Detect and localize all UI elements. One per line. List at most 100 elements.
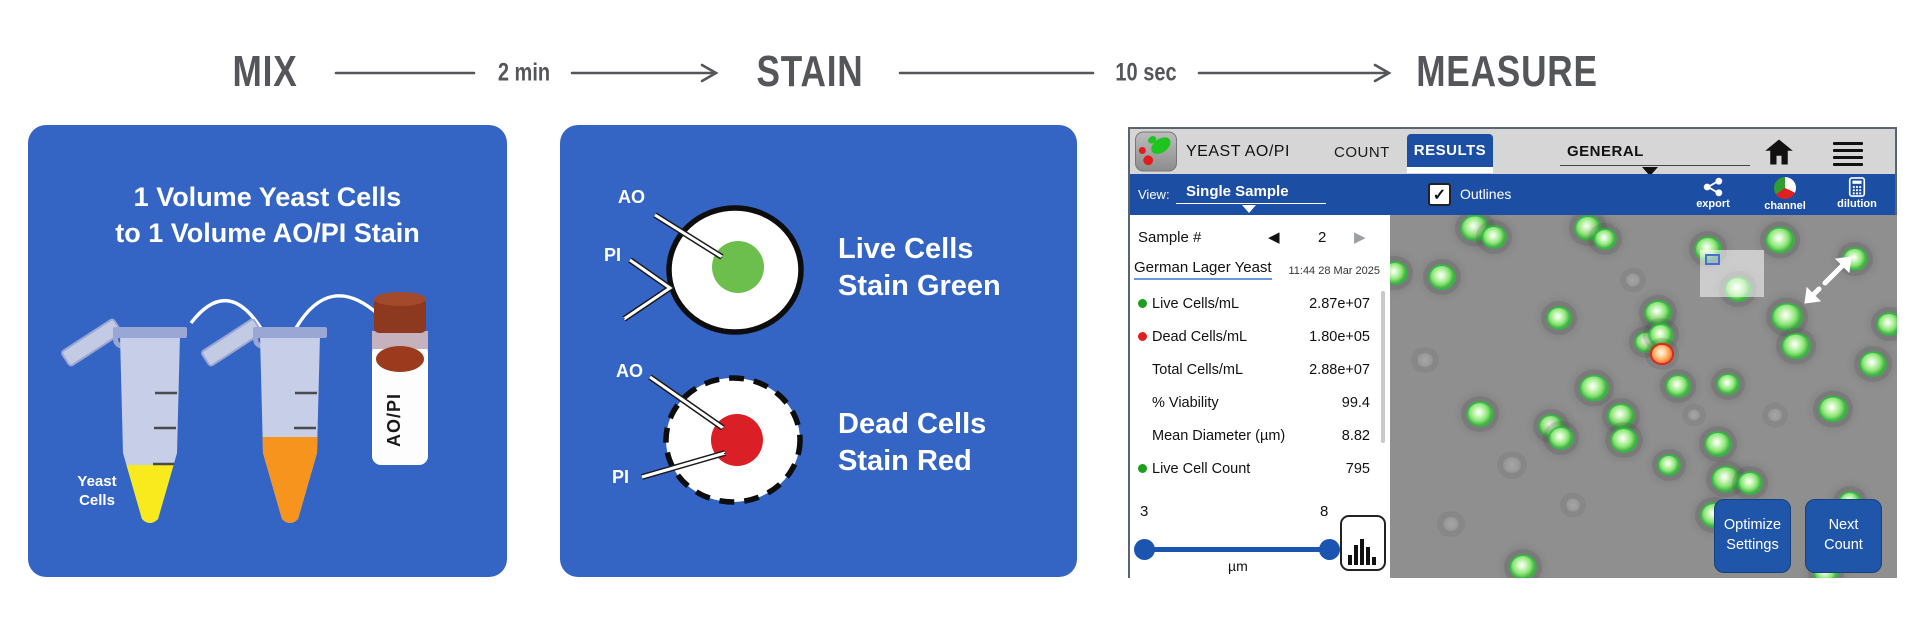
live-cell bbox=[1705, 432, 1730, 455]
live-cell bbox=[1461, 216, 1488, 240]
dead-cell-diagram bbox=[641, 374, 803, 505]
expand-arrows-icon[interactable] bbox=[1795, 237, 1865, 307]
result-value: 2.87e+07 bbox=[1309, 295, 1370, 312]
live-cell bbox=[1782, 334, 1809, 358]
tab-results[interactable]: RESULTS bbox=[1407, 134, 1493, 167]
diameter-slider-handle-min[interactable] bbox=[1134, 539, 1155, 560]
view-dropdown-underline bbox=[1176, 203, 1326, 204]
live-cell bbox=[1482, 226, 1505, 247]
live-cell bbox=[1390, 263, 1407, 284]
pour-arrow-right bbox=[294, 294, 381, 329]
menu-icon[interactable] bbox=[1833, 138, 1863, 170]
step-label-stain: STAIN bbox=[756, 47, 864, 96]
live-cell bbox=[1767, 228, 1794, 252]
channel-button[interactable]: channel bbox=[1762, 177, 1808, 212]
dead-cell bbox=[1651, 345, 1672, 364]
view-dropdown[interactable]: Single Sample bbox=[1186, 183, 1289, 200]
sample-timestamp: 11:44 28 Mar 2025 bbox=[1288, 265, 1380, 277]
live-cell bbox=[1878, 313, 1897, 334]
live-cell bbox=[1650, 324, 1673, 345]
tab-count[interactable]: COUNT bbox=[1334, 144, 1390, 161]
live-cell-diagram bbox=[622, 205, 804, 335]
histogram-button[interactable] bbox=[1340, 515, 1386, 571]
dead-ao-label: AO bbox=[616, 361, 643, 381]
result-label: Total Cells/mL bbox=[1152, 361, 1244, 378]
result-value: 99.4 bbox=[1341, 394, 1370, 411]
result-label: Live Cells/mL bbox=[1152, 295, 1240, 312]
live-cell bbox=[1820, 397, 1847, 421]
duration-label-2min: 2 min bbox=[497, 58, 551, 87]
slider-max-label: 8 bbox=[1320, 503, 1329, 520]
roi-overlay[interactable] bbox=[1700, 250, 1764, 297]
live-cell bbox=[1467, 402, 1492, 425]
live-cell bbox=[1717, 375, 1738, 394]
result-value: 1.80e+05 bbox=[1309, 328, 1370, 345]
histogram-icon bbox=[1348, 539, 1376, 565]
view-label: View: bbox=[1138, 187, 1170, 202]
channel-icon bbox=[1774, 177, 1796, 199]
live-cell bbox=[1548, 308, 1571, 329]
result-label: Live Cell Count bbox=[1152, 460, 1251, 477]
none-dot-icon bbox=[1138, 365, 1147, 374]
home-icon[interactable] bbox=[1764, 138, 1794, 166]
sample-prev-button[interactable]: ◀ bbox=[1268, 229, 1280, 246]
results-scrollbar[interactable] bbox=[1381, 291, 1385, 443]
result-label: % Viability bbox=[1152, 394, 1219, 411]
instrument-toolbar: View: Single Sample ✓ Outlines export ch… bbox=[1130, 174, 1895, 215]
share-icon bbox=[1703, 177, 1723, 197]
dead-pi-label: PI bbox=[612, 467, 630, 487]
unstained-cell bbox=[1768, 408, 1783, 422]
sample-next-button[interactable]: ▶ bbox=[1354, 229, 1366, 246]
general-dropdown-caret-icon bbox=[1642, 167, 1658, 176]
app-logo-icon bbox=[1135, 131, 1177, 172]
dilution-button[interactable]: dilution bbox=[1834, 177, 1880, 210]
tube-yeast bbox=[61, 318, 187, 523]
live-cell bbox=[1861, 352, 1886, 375]
result-row: Live Cells/mL 2.87e+07 bbox=[1130, 287, 1390, 320]
stain-illustration bbox=[622, 205, 804, 505]
view-dropdown-caret-icon bbox=[1242, 205, 1256, 213]
step-label-measure: MEASURE bbox=[1416, 47, 1598, 96]
step-label-mix: MIX bbox=[232, 47, 298, 96]
live-cell bbox=[1595, 229, 1616, 248]
live-cell bbox=[1666, 375, 1689, 396]
live-pi-label: PI bbox=[604, 245, 622, 265]
slider-min-label: 3 bbox=[1140, 503, 1149, 520]
diameter-slider-handle-max[interactable] bbox=[1319, 539, 1340, 560]
unstained-cell bbox=[1417, 353, 1434, 368]
live-cell bbox=[1658, 456, 1679, 475]
green-dot-icon bbox=[1138, 299, 1147, 308]
green-dot-icon bbox=[1138, 464, 1147, 473]
live-cell bbox=[1612, 429, 1637, 452]
sample-number-label: Sample # bbox=[1138, 229, 1202, 246]
result-value: 8.82 bbox=[1341, 427, 1370, 444]
duration-label-10sec: 10 sec bbox=[1115, 58, 1177, 87]
live-cell bbox=[1581, 376, 1608, 400]
app-title: YEAST AO/PI bbox=[1186, 143, 1290, 160]
roi-selection-box bbox=[1705, 254, 1720, 265]
live-cell bbox=[1550, 428, 1573, 449]
unstained-cell bbox=[1442, 516, 1459, 531]
tab-results-indicator bbox=[1407, 167, 1493, 173]
diameter-slider-track[interactable] bbox=[1144, 547, 1330, 552]
general-dropdown[interactable]: GENERAL bbox=[1567, 143, 1644, 160]
red-dot-icon bbox=[1138, 332, 1147, 341]
result-value: 795 bbox=[1345, 460, 1370, 477]
live-cell bbox=[1712, 467, 1739, 491]
result-row: Mean Diameter (µm) 8.82 bbox=[1130, 419, 1390, 452]
instrument-header: YEAST AO/PI COUNT RESULTS GENERAL bbox=[1130, 129, 1895, 176]
sample-name-link[interactable]: German Lager Yeast bbox=[1134, 259, 1272, 280]
none-dot-icon bbox=[1138, 431, 1147, 440]
result-label: Mean Diameter (µm) bbox=[1152, 427, 1286, 444]
live-cell bbox=[1609, 404, 1634, 427]
outlines-checkbox[interactable]: ✓ bbox=[1428, 183, 1451, 206]
mix-illustration: AO/PI bbox=[61, 292, 428, 523]
export-button[interactable]: export bbox=[1692, 177, 1734, 210]
unstained-cell bbox=[1626, 273, 1641, 287]
yeast-cells-label: Yeast Cells bbox=[77, 473, 117, 509]
aopi-vial: AO/PI bbox=[372, 292, 428, 465]
